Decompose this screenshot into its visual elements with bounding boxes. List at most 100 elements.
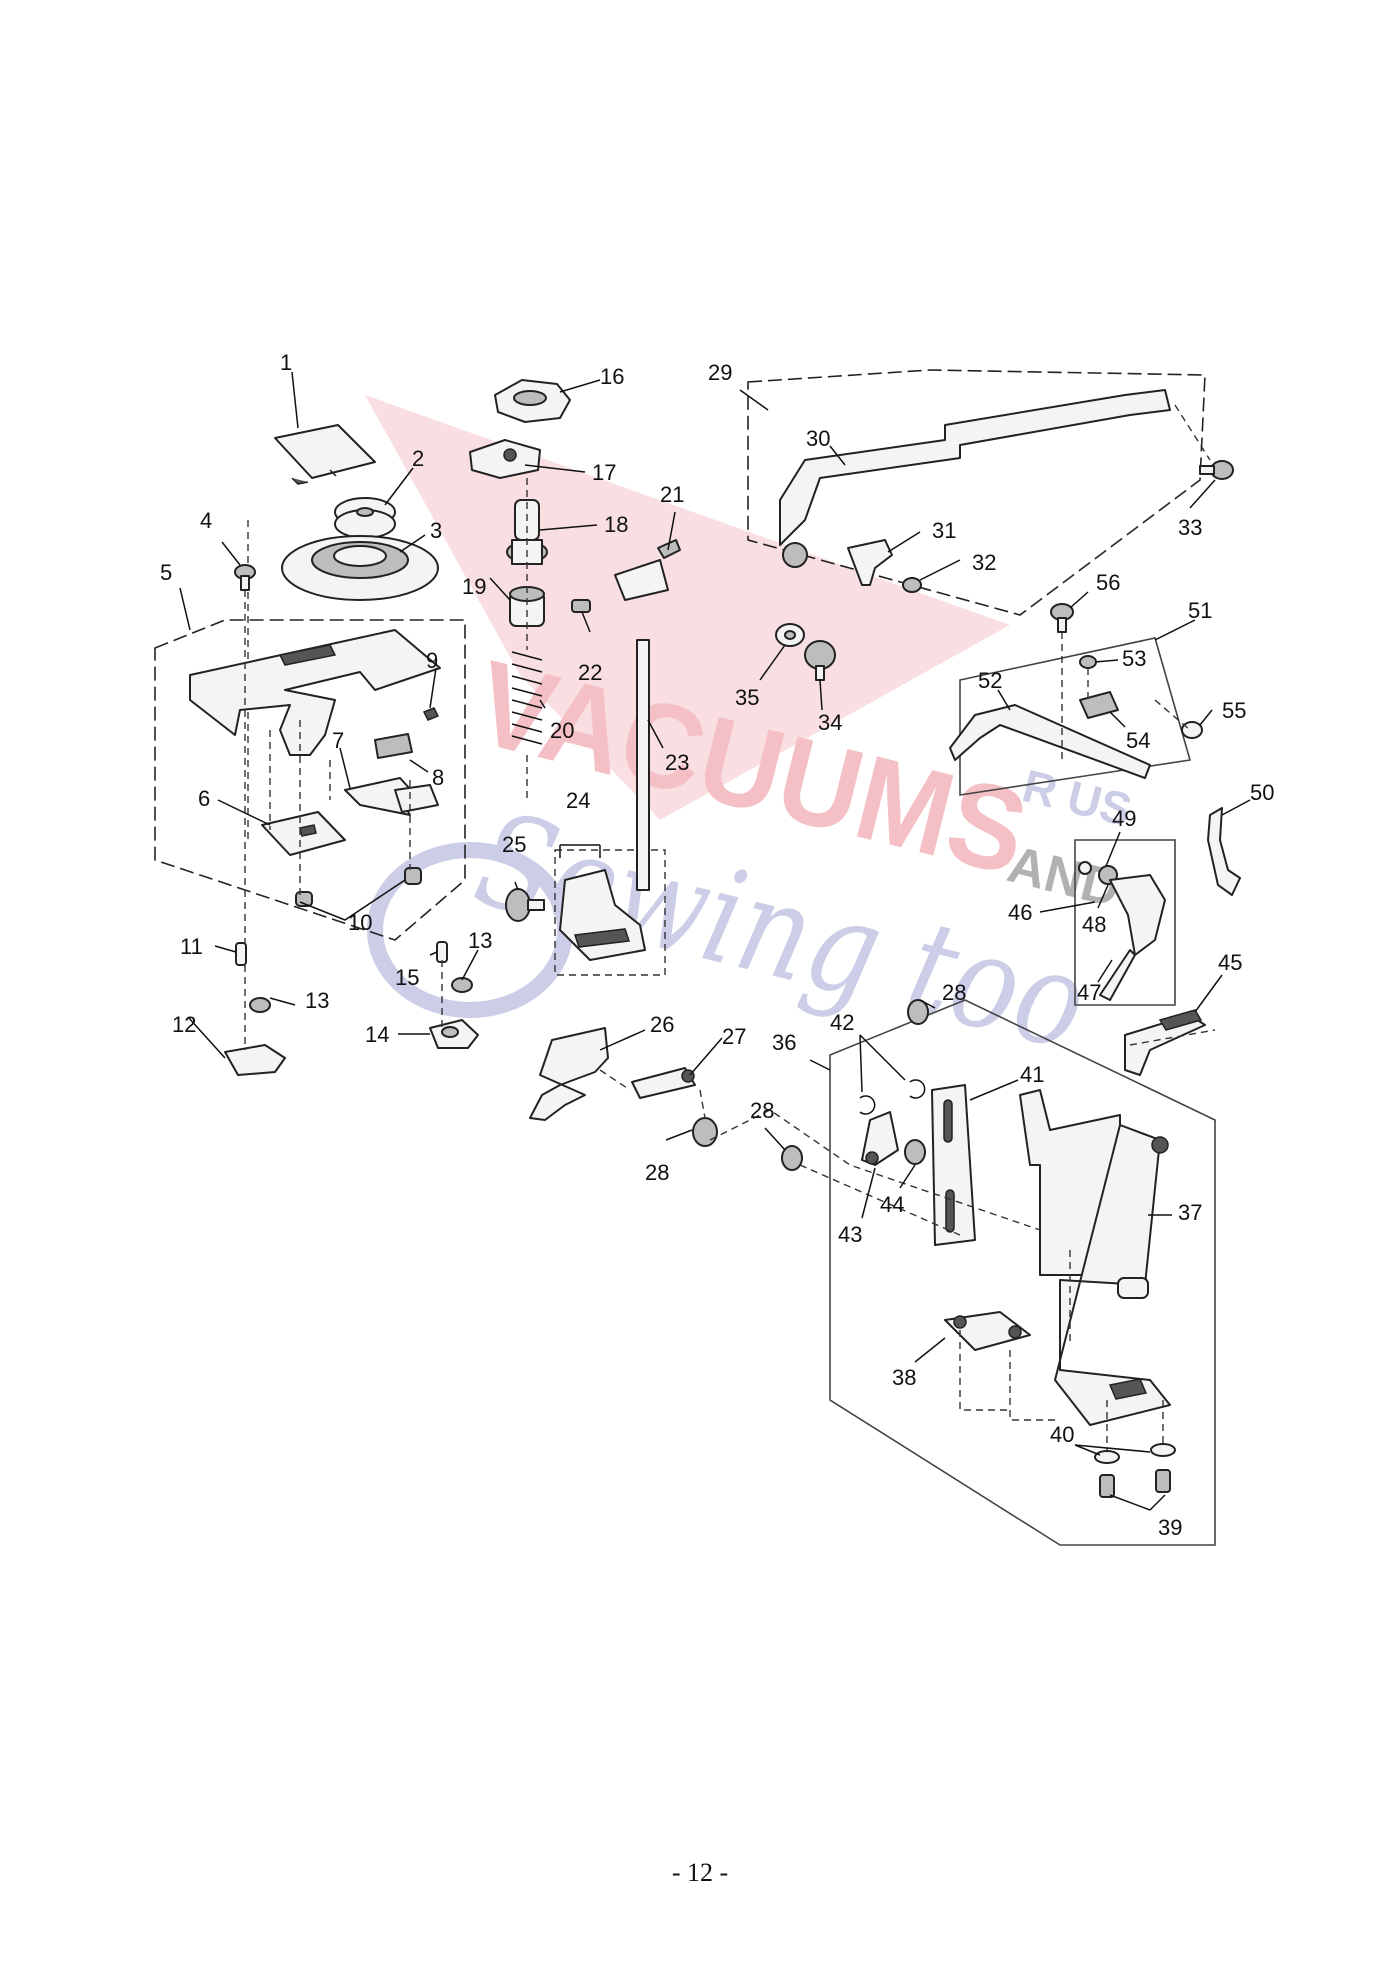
watermark: VACUUMS R US AND Sewing too [365, 395, 1137, 1080]
part-56-screw [1050, 603, 1074, 633]
callout-34: 34 [818, 710, 842, 735]
outline-assembly-36 [829, 999, 1216, 1546]
callout-38: 38 [892, 1365, 916, 1390]
part-55-spring [1181, 721, 1203, 739]
part-13-screws [249, 977, 473, 1013]
part-26-bracket [529, 1027, 609, 1121]
callout-44: 44 [880, 1192, 904, 1217]
callout-21: 21 [660, 482, 684, 507]
page-number: - 12 - [671, 1858, 729, 1887]
callout-16: 16 [600, 364, 624, 389]
callout-7: 7 [332, 728, 344, 753]
part-24-presser-foot [559, 869, 646, 961]
callout-13a: 13 [305, 988, 329, 1013]
part-9-spring [422, 707, 440, 721]
callout-1: 1 [280, 350, 292, 375]
part-17-bracket [469, 439, 541, 479]
part-54-switch [1079, 691, 1119, 719]
callout-28c: 28 [942, 980, 966, 1005]
alignment-lines [244, 404, 1216, 1450]
callout-28a: 28 [645, 1160, 669, 1185]
callout-42: 42 [830, 1010, 854, 1035]
callout-35: 35 [735, 685, 759, 710]
part-22-set-screw [571, 599, 591, 613]
callout-14: 14 [365, 1022, 389, 1047]
part-30-arm [779, 389, 1171, 568]
callout-29: 29 [708, 360, 732, 385]
callout-8: 8 [432, 765, 444, 790]
callout-49: 49 [1112, 806, 1136, 831]
callout-46: 46 [1008, 900, 1032, 925]
callout-4: 4 [200, 508, 212, 533]
part-53-screw [1079, 655, 1097, 669]
callout-23: 23 [665, 750, 689, 775]
outline-foot-24 [554, 849, 666, 976]
outline-assembly-46 [1074, 839, 1176, 1006]
part-45-lever [1124, 1009, 1206, 1076]
part-46-linkage [1078, 861, 1166, 1001]
callout-40: 40 [1050, 1422, 1074, 1447]
part-8-feed-dog [374, 733, 439, 813]
part-40-washers [1094, 1443, 1176, 1464]
part-43-lever [861, 1111, 899, 1166]
callout-3: 3 [430, 518, 442, 543]
part-50-lever [1207, 807, 1241, 896]
part-15-pin [436, 941, 448, 963]
callout-31: 31 [932, 518, 956, 543]
callout-25: 25 [502, 832, 526, 857]
part-35-washer [775, 623, 805, 647]
callout-22: 22 [578, 660, 602, 685]
part-28-screws [692, 999, 929, 1171]
leader-lines [179, 371, 1251, 1511]
part-12-bracket [224, 1044, 286, 1076]
callout-20: 20 [550, 718, 574, 743]
part-2-bobbin [334, 497, 396, 539]
callout-9: 9 [426, 648, 438, 673]
part-3-bobbin-case [281, 535, 439, 601]
callout-28b: 28 [750, 1098, 774, 1123]
part-42-e-rings [859, 1079, 926, 1115]
callout-11: 11 [180, 934, 203, 959]
callout-51: 51 [1188, 598, 1212, 623]
part-27-lever [631, 1067, 696, 1099]
part-4-screw [234, 564, 256, 591]
part-33-screw [1199, 460, 1234, 480]
part-32-screw [902, 577, 922, 593]
callout-32: 32 [972, 550, 996, 575]
callout-17: 17 [592, 460, 616, 485]
callout-41: 41 [1020, 1062, 1044, 1087]
callout-5: 5 [160, 560, 172, 585]
outline-assembly-5 [154, 619, 466, 941]
callout-15: 15 [395, 965, 419, 990]
part-41-slotted-plate [931, 1084, 976, 1246]
part-20-spring [511, 651, 543, 745]
part-52-bracket [949, 704, 1151, 779]
callout-48: 48 [1082, 912, 1106, 937]
callout-36: 36 [772, 1030, 796, 1055]
callout-13b: 13 [468, 928, 492, 953]
part-31-bracket [847, 539, 893, 586]
part-11-pin [235, 942, 247, 966]
callout-33: 33 [1178, 515, 1202, 540]
part-number-callouts: 1 2 3 4 5 6 7 8 9 10 11 12 13 13 14 15 1… [160, 350, 1274, 1540]
part-38-plate [944, 1311, 1031, 1351]
part-6-feed-plate [261, 811, 346, 856]
callout-45: 45 [1218, 950, 1242, 975]
callout-27: 27 [722, 1024, 746, 1049]
callout-30: 30 [806, 426, 830, 451]
callout-55: 55 [1222, 698, 1246, 723]
part-1-bobbin-cover [274, 424, 376, 485]
callout-12: 12 [172, 1012, 196, 1037]
callout-53: 53 [1122, 646, 1146, 671]
callout-19: 19 [462, 574, 486, 599]
callout-26: 26 [650, 1012, 674, 1037]
callout-2: 2 [412, 446, 424, 471]
part-21-clamp [614, 539, 681, 601]
callout-56: 56 [1096, 570, 1120, 595]
callout-39: 39 [1158, 1515, 1182, 1540]
part-44-collar [904, 1139, 926, 1165]
part-14-bracket [429, 1019, 479, 1049]
callout-47: 47 [1077, 980, 1101, 1005]
